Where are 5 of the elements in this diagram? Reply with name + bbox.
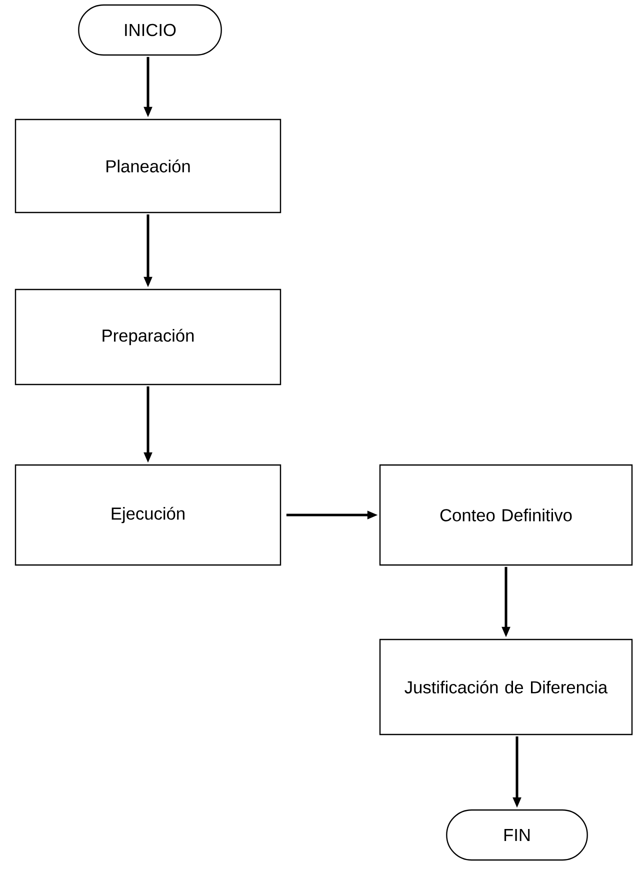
- process-box: Justificación de Diferencia: [379, 638, 633, 736]
- process-box: Conteo Definitivo: [379, 464, 633, 566]
- process-box: Preparación: [14, 288, 282, 386]
- process-box: Planeación: [14, 118, 282, 214]
- process-box: Ejecución: [14, 464, 282, 566]
